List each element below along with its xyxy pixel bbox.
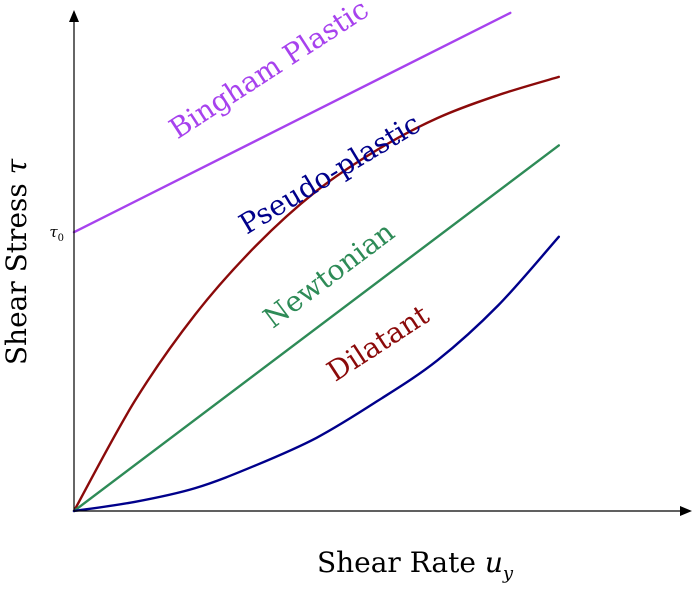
series-pseudo-plastic-line [72, 75, 560, 513]
x-axis-label: Shear Rate uy [317, 546, 514, 584]
curve-label-bingham-plastic: Bingham Plastic [163, 0, 374, 146]
curve-label-layer: Bingham PlasticPseudo-plasticNewtonianDi… [163, 0, 435, 388]
y-axis-label: Shear Stress τ [0, 158, 33, 365]
curve-label-newtonian: Newtonian [257, 215, 401, 335]
series-newtonian-line [72, 144, 560, 513]
yield-stress-tick-label: τ0 [49, 223, 64, 244]
curve-label-pseudo-plastic: Pseudo-plastic [233, 107, 426, 241]
series-bingham-plastic-line [72, 11, 512, 234]
series-layer [72, 11, 560, 513]
series-dilatant-line [72, 235, 560, 513]
